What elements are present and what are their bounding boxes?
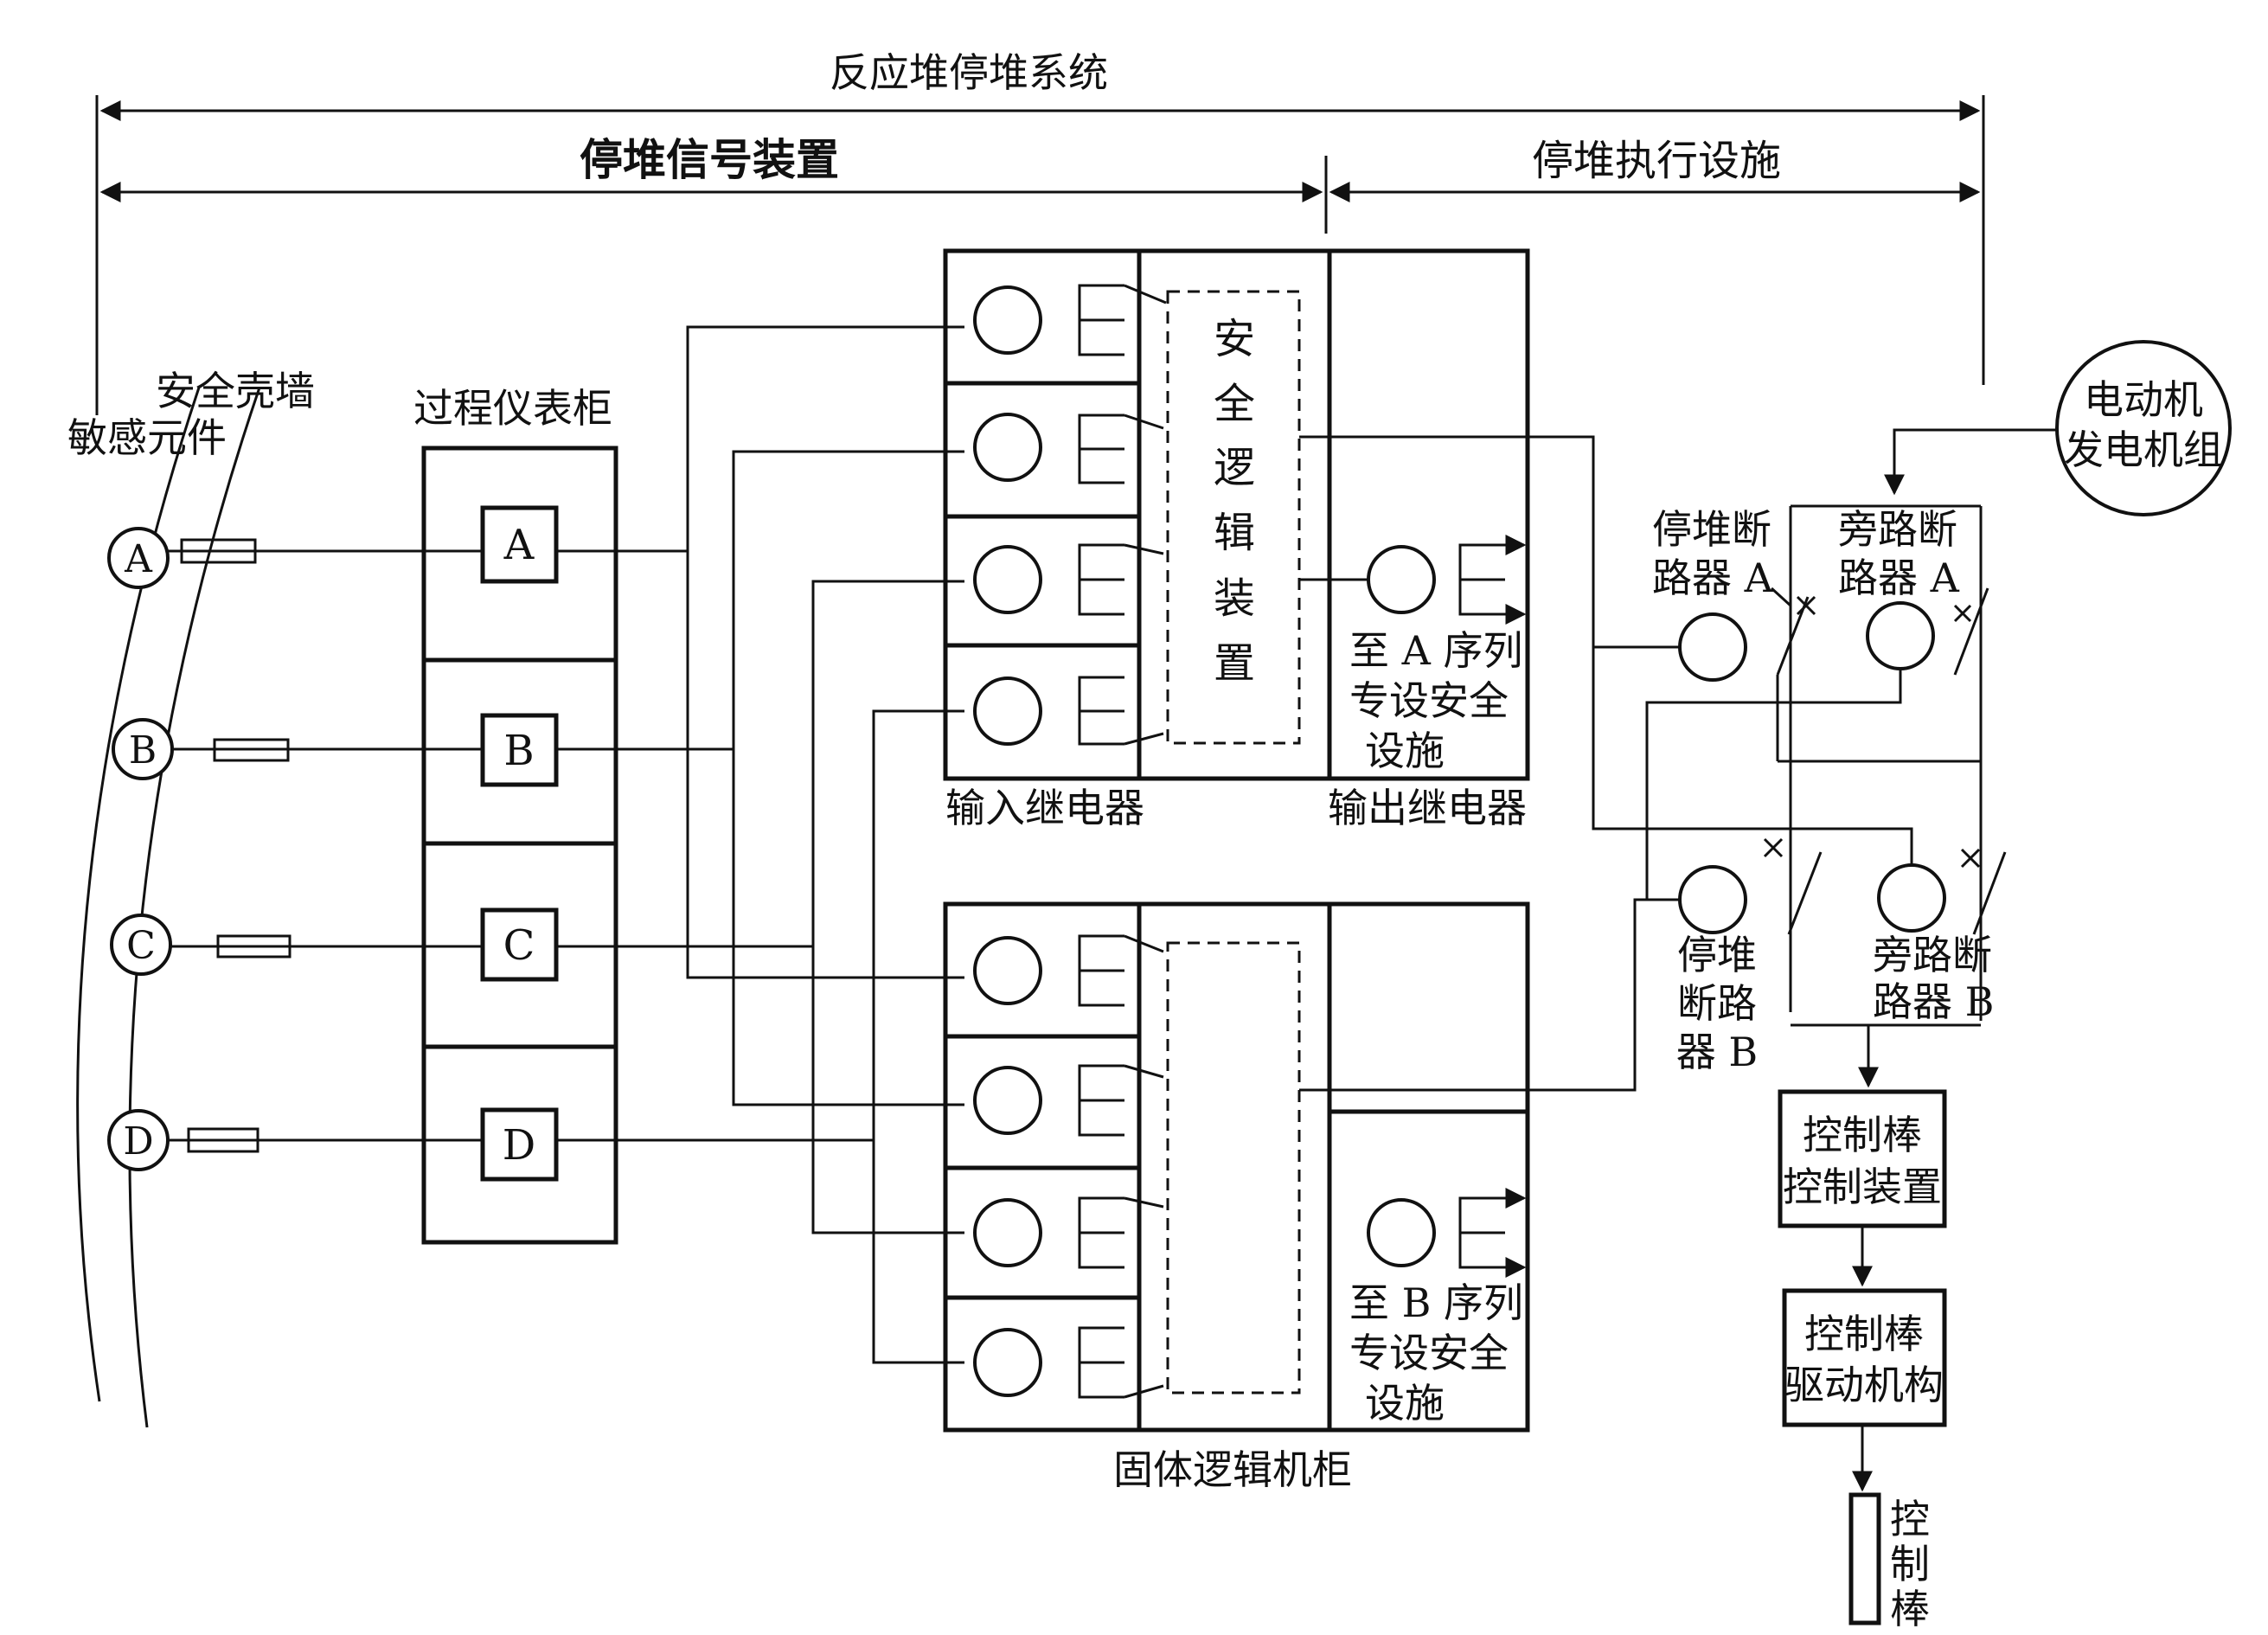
containment-wall-label: 安全壳墙 [156,368,315,414]
signal-section-dimension: 停堆信号装置 [99,134,1328,234]
input-relay-a1 [973,284,1167,356]
bypass-breaker-a: 旁路断 路器 A [1645,506,1989,900]
safety-logic-char-6: 置 [1214,639,1255,688]
rod-control-device-line-1: 控制棒 [1803,1112,1922,1158]
output-relay-label: 输出继电器 [1328,785,1527,831]
train-b-line-1: 至 B 序列 [1349,1279,1523,1326]
logic-cabinet-b: 至 B 序列 专设安全 设施 固体逻辑机柜 [943,901,1530,1493]
execution-section-label: 停堆执行设施 [1532,137,1781,185]
control-rod: 控 制 棒 [1848,1492,1930,1632]
rod-drive-mechanism: 控制棒 驱动机构 [1782,1288,1947,1492]
process-channel-c-label: C [503,921,535,970]
train-b-output-label: 至 B 序列 专设安全 设施 [1349,1279,1523,1427]
sensing-elements-label: 敏感元件 [67,414,227,461]
sensor-a-label: A [124,537,153,581]
sensor-b-label: B [129,728,157,773]
sensor-c: C [110,914,483,976]
bypass-breaker-a-line-1: 旁路断 [1838,506,1957,553]
safety-logic-device-a [1166,290,1301,745]
trip-breaker-a: 停堆断 路器 A [1652,506,1816,761]
bypass-breaker-b-line-1: 旁路断 [1873,932,1992,978]
input-relay-label: 输入继电器 [945,785,1144,831]
rod-control-device: 控制棒 控制装置 [1778,1089,1947,1287]
process-instrument-cabinet: 过程仪表柜 A B C D [413,385,618,1245]
channel-wiring [556,325,964,1364]
process-channel-b: B [480,713,559,787]
process-channel-a-label: A [503,521,535,569]
train-a-line-1: 至 A 序列 [1349,627,1522,674]
trip-breaker-b-line-1: 停堆 [1677,932,1757,978]
trip-breaker-b-line-2: 断路 [1677,980,1757,1027]
system-scope-dimension: 反应堆停堆系统 [95,49,1985,415]
motor-generator-line-2: 发电机组 [2064,426,2223,473]
safety-logic-char-2: 全 [1214,380,1255,428]
sensor-b: B [112,718,483,780]
train-a-line-2: 专设安全 [1349,677,1509,724]
safety-logic-device-b [1166,941,1301,1395]
control-rod-char-1: 控 [1890,1496,1930,1542]
safety-logic-char-3: 逻 [1214,444,1255,492]
containment-wall: 安全壳墙 [76,368,315,1428]
sensor-c-label: C [126,924,156,968]
control-rod-char-2: 制 [1890,1541,1930,1587]
output-relay-b [1367,1188,1527,1278]
bypass-breaker-a-line-2: 路器 A [1838,555,1960,601]
sensing-elements-text: 敏感元件 [67,414,227,461]
trip-breaker-b: 停堆 断路 器 B [1676,837,1823,1075]
output-relay-a [1299,535,1527,625]
input-relay-a3 [973,543,1164,616]
sensor-d: D [107,1109,483,1171]
sensor-d-label: D [123,1119,153,1164]
bypass-breaker-b-line-2: 路器 B [1873,978,1994,1025]
train-a-output-label: 至 A 序列 专设安全 设施 [1349,627,1522,774]
solid-logic-cabinet-label: 固体逻辑机柜 [1113,1446,1352,1493]
breaker-network: 停堆断 路器 A 旁路断 路器 A 停堆 断路 器 B [1592,504,2007,1088]
system-title: 反应堆停堆系统 [830,49,1108,96]
logic-to-breaker-wiring [1299,435,1691,1092]
trip-breaker-b-line-3: 器 B [1676,1029,1758,1075]
train-a-line-3: 设施 [1365,728,1445,774]
rod-drive-mechanism-line-1: 控制棒 [1804,1311,1924,1357]
trip-breaker-a-line-1: 停堆断 [1652,506,1771,553]
process-channel-d-label: D [503,1121,535,1170]
train-b-line-3: 设施 [1365,1380,1445,1427]
process-channel-d: D [480,1107,559,1182]
process-cabinet-title: 过程仪表柜 [413,385,612,432]
signal-section-label: 停堆信号装置 [580,134,839,185]
input-relay-b4 [973,1326,1164,1399]
safety-logic-char-1: 安 [1214,315,1255,363]
input-relay-b2 [973,1064,1164,1137]
sensor-a: A [107,527,483,589]
rod-control-device-line-2: 控制装置 [1783,1164,1942,1210]
input-relay-a4 [973,676,1164,746]
bypass-breaker-b: 旁路断 路器 B [1873,848,2007,1025]
process-channel-a: A [480,505,559,584]
motor-generator-line-1: 电动机 [2084,376,2203,423]
execution-section-dimension: 停堆执行设施 [1329,137,1981,202]
trip-breaker-a-line-2: 路器 A [1652,555,1774,601]
train-b-line-2: 专设安全 [1349,1330,1509,1376]
logic-cabinet-a: 安 全 逻 辑 装 置 至 A 序列 专设安全 设施 输入继电器 输出继电器 [943,248,1530,831]
safety-logic-char-4: 辑 [1214,509,1255,557]
control-rod-char-3: 棒 [1890,1586,1930,1632]
input-relay-b3 [973,1196,1164,1269]
safety-logic-char-5: 装 [1214,574,1255,623]
process-channel-c: C [480,907,559,982]
input-relay-a2 [973,413,1164,484]
rod-drive-mechanism-line-2: 驱动机构 [1784,1362,1944,1408]
motor-generator-set: 电动机 发电机组 [1884,340,2232,516]
input-relay-b1 [973,934,1164,1007]
process-channel-b-label: B [503,727,534,775]
safety-logic-label: 安 全 逻 辑 装 置 [1214,315,1255,688]
